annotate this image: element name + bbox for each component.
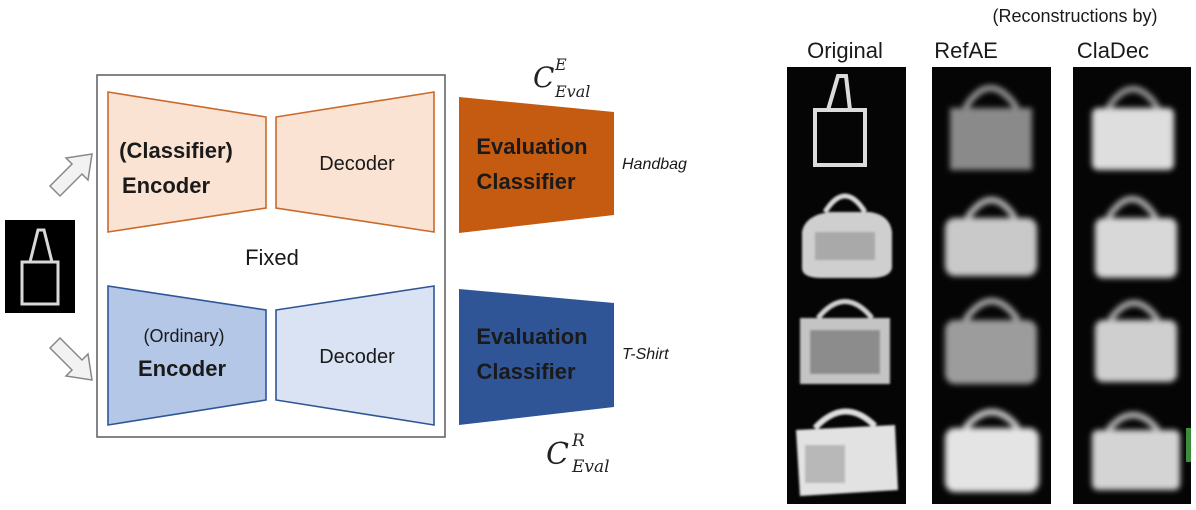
cladec-green-artifact	[1186, 428, 1191, 462]
svg-text:C: C	[533, 61, 554, 94]
bottom-encoder-shape	[107, 285, 267, 426]
bottom-eval-symbol: C R Eval	[546, 431, 610, 477]
bottom-eval-line2: Classifier	[476, 359, 575, 384]
cladec-image-1	[1092, 86, 1174, 170]
svg-text:R: R	[571, 431, 585, 451]
original-image-3	[800, 299, 890, 384]
bottom-decoder-shape	[275, 285, 435, 426]
column-header-refae: RefAE	[934, 38, 998, 63]
top-decoder-label: Decoder	[319, 153, 395, 175]
top-encoder-line1: (Classifier)	[119, 138, 233, 163]
original-images	[796, 74, 898, 496]
original-image-4	[796, 408, 898, 496]
top-decoder-shape	[275, 91, 435, 233]
svg-text:Eval: Eval	[554, 82, 590, 101]
cladec-image-2	[1095, 196, 1177, 278]
original-image-1	[813, 74, 867, 167]
top-eval-symbol: C E Eval	[533, 55, 590, 101]
top-prediction: Handbag	[622, 156, 687, 173]
cladec-image-4	[1092, 412, 1180, 490]
refae-image-1	[950, 85, 1032, 170]
top-eval-line1: Evaluation	[476, 134, 587, 159]
bottom-decoder-label: Decoder	[319, 346, 395, 368]
bottom-encoder-line2: Encoder	[138, 356, 226, 381]
fixed-frame	[96, 74, 446, 438]
column-header-original: Original	[807, 38, 883, 63]
fixed-label: Fixed	[245, 245, 299, 270]
original-image-2	[802, 193, 892, 278]
bottom-eval-line1: Evaluation	[476, 324, 587, 349]
svg-text:Eval: Eval	[571, 457, 610, 477]
input-image	[5, 220, 75, 313]
svg-text:E: E	[554, 55, 567, 74]
bottom-prediction: T-Shirt	[622, 346, 669, 363]
refae-image-2	[945, 197, 1037, 276]
arrow-up-icon	[48, 153, 93, 198]
column-header-cladec: ClaDec	[1077, 38, 1149, 63]
svg-text:C: C	[546, 437, 569, 472]
refae-image-3	[945, 298, 1037, 384]
top-encoder-line2: Encoder	[122, 173, 210, 198]
cladec-image-3	[1095, 300, 1177, 382]
reconstructions-caption: (Reconstructions by)	[992, 6, 1157, 26]
cladec-images	[1092, 86, 1191, 490]
top-eval-classifier-shape	[459, 97, 614, 233]
bottom-eval-classifier-shape	[459, 289, 614, 425]
arrow-down-icon	[48, 336, 93, 381]
top-encoder-shape	[107, 91, 267, 233]
bottom-encoder-line1: (Ordinary)	[143, 326, 224, 346]
refae-images	[945, 85, 1039, 492]
top-eval-line2: Classifier	[476, 169, 575, 194]
refae-image-4	[945, 409, 1039, 492]
